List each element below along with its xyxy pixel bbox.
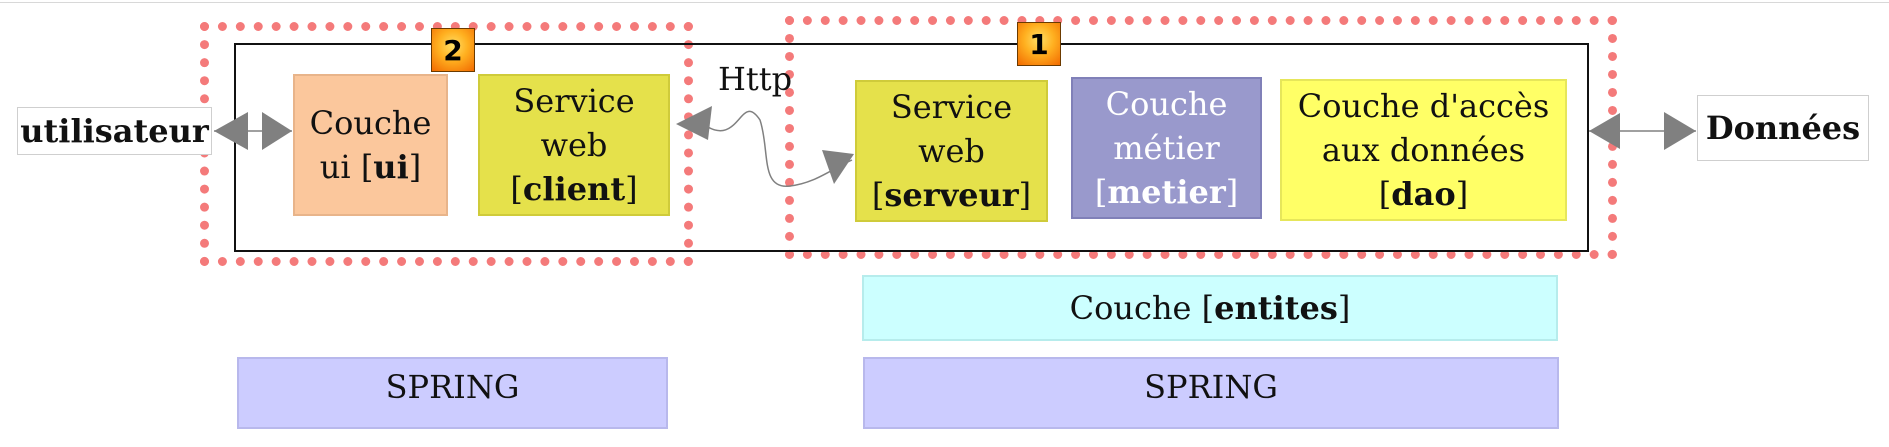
- spring-right-bar: SPRING: [863, 357, 1559, 429]
- dao-line2: aux données: [1321, 131, 1526, 169]
- top-border-line: [0, 2, 1889, 3]
- http-arrow: [676, 106, 854, 187]
- metier-line1: Couche: [1105, 85, 1228, 123]
- dao-data-arrow: [1589, 112, 1696, 150]
- metier-line2: métier: [1113, 129, 1220, 167]
- ui-layer-line1: Couche: [309, 104, 432, 142]
- architecture-frame: [234, 43, 1589, 252]
- user-label: utilisateur: [17, 107, 212, 155]
- web-server-line3: [serveur]: [871, 176, 1032, 214]
- http-label: Http: [718, 60, 793, 98]
- web-client-line2: web: [540, 126, 608, 164]
- metier-box: Couche métier [metier]: [1071, 77, 1262, 219]
- spring-left-bar: SPRING: [237, 357, 668, 429]
- badge-2: 2: [431, 28, 475, 72]
- ui-layer-box: Couche ui [ui]: [293, 74, 448, 216]
- dao-box: Couche d'accès aux données [dao]: [1280, 79, 1567, 221]
- data-label: Données: [1697, 95, 1869, 161]
- badge-1: 1: [1017, 22, 1061, 66]
- user-ui-arrow: [214, 112, 292, 150]
- web-server-line2: web: [918, 132, 985, 170]
- dao-line3: [dao]: [1378, 175, 1469, 213]
- entites-text: Couche [entites]: [1069, 289, 1351, 327]
- dao-line1: Couche d'accès: [1297, 87, 1550, 125]
- web-client-box: Service web [client]: [478, 74, 670, 216]
- metier-line3: [metier]: [1094, 173, 1239, 211]
- web-server-line1: Service: [890, 88, 1013, 126]
- web-server-box: Service web [serveur]: [855, 80, 1048, 222]
- web-client-line3: [client]: [510, 170, 638, 208]
- entites-box: Couche [entites]: [862, 275, 1558, 341]
- web-client-line1: Service: [513, 82, 635, 120]
- ui-layer-line2: ui [ui]: [319, 148, 422, 186]
